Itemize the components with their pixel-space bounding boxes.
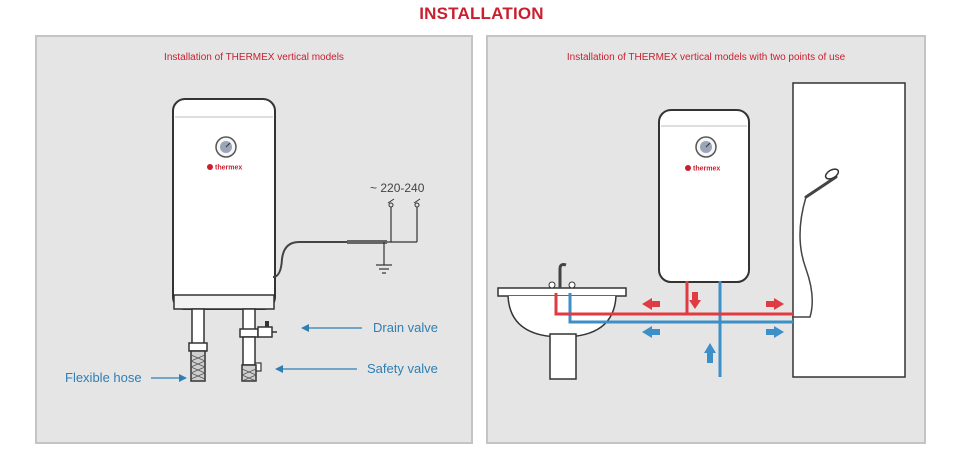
thermometer-gauge-icon (215, 136, 237, 158)
hot-flow-arrow-left (642, 298, 660, 310)
electrical-terminal-icon (387, 198, 421, 243)
drain-valve-icon (257, 321, 277, 338)
thermex-logo: thermex (207, 164, 242, 172)
hot-water-pipe (554, 281, 793, 316)
inlet-pipe (188, 308, 208, 352)
flexible-hose-arrow (151, 374, 187, 382)
cold-flow-arrow-right (766, 326, 784, 338)
right-panel-title: Installation of THERMEX vertical models … (566, 52, 846, 63)
cold-water-pipe (568, 281, 793, 377)
faucet-icon (548, 263, 576, 289)
water-heater-tank (172, 98, 276, 310)
svg-text:thermex: thermex (693, 166, 720, 173)
safety-valve-label: Safety valve (367, 361, 438, 376)
ground-symbol-icon (376, 242, 392, 274)
right-installation-panel: Installation of THERMEX vertical models … (486, 35, 926, 444)
bathroom-wall (792, 82, 906, 378)
sink-icon (497, 287, 627, 380)
svg-text:thermex: thermex (215, 165, 242, 172)
left-installation-diagram: thermex ~ 220-240 (65, 98, 438, 385)
safety-valve-arrow (275, 365, 357, 373)
hot-flow-arrow-right (766, 298, 784, 310)
cold-flow-arrow-left (642, 326, 660, 338)
thermex-logo: thermex (685, 165, 720, 173)
power-cable (272, 241, 387, 278)
left-panel-title: Installation of THERMEX vertical models (164, 52, 344, 63)
page-title: INSTALLATION (419, 4, 544, 23)
water-heater-tank (658, 109, 750, 283)
left-installation-panel: Installation of THERMEX vertical models … (35, 35, 473, 444)
hot-flow-arrow-down (689, 292, 701, 309)
shower-hose (792, 196, 813, 318)
drain-valve-label: Drain valve (373, 320, 438, 335)
right-installation-diagram: thermex (497, 82, 906, 380)
outlet-pipe (239, 308, 259, 338)
thermometer-gauge-icon (695, 136, 717, 158)
voltage-label: ~ 220-240 (370, 181, 425, 195)
flexible-hose-label: Flexible hose (65, 370, 142, 385)
safety-valve-icon (241, 336, 262, 382)
drain-valve-arrow (301, 324, 362, 332)
flexible-hose-icon (190, 350, 206, 382)
shower-head-icon (804, 168, 840, 199)
cold-flow-arrow-up (704, 343, 716, 363)
